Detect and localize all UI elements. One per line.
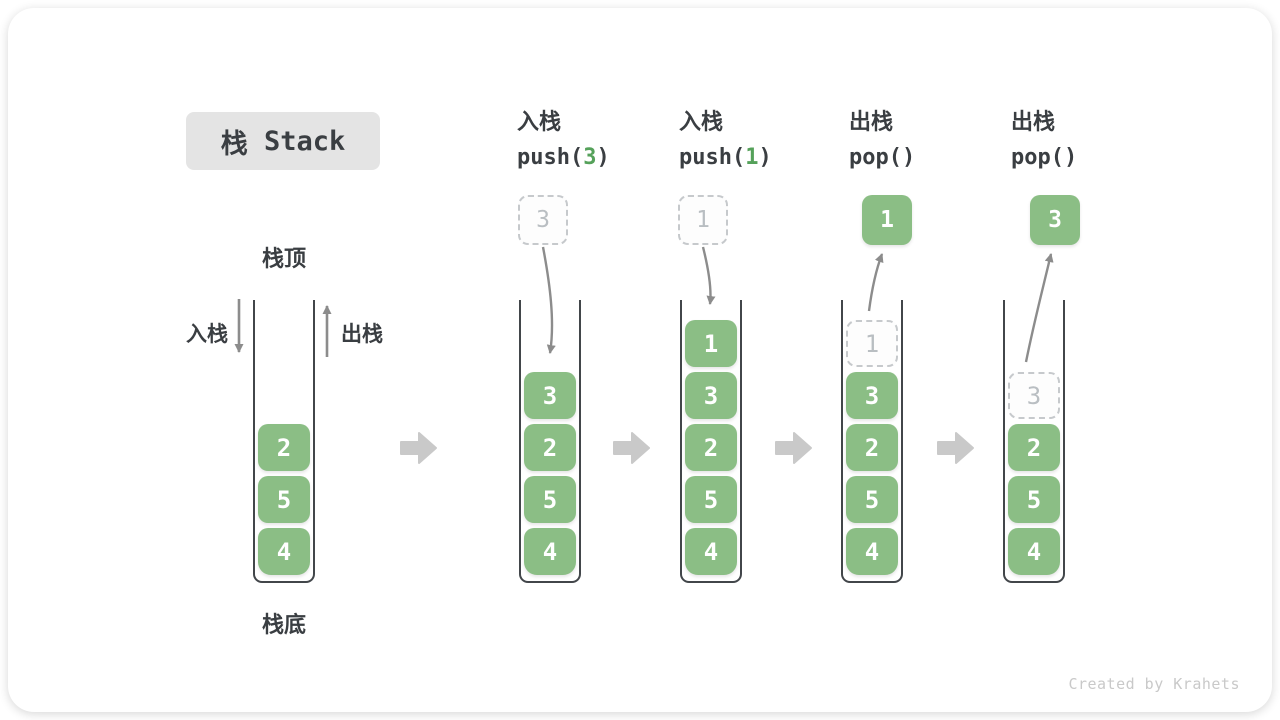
popped-value-box: 3 [1030,195,1080,245]
title-badge-zh: 栈 [220,128,248,160]
stack-cell: 2 [846,424,898,471]
code-argument: 1 [745,145,759,170]
stack-cell: 1 [685,320,737,367]
block-arrow-right-icon [400,432,437,464]
stack-top-label: 栈顶 [261,247,306,272]
stack-cell: 5 [846,476,898,523]
pushed-value-box: 1 [678,195,728,245]
operation-code: push(1) [679,140,772,176]
stack-cell: 2 [685,424,737,471]
operation-label: 入栈 [679,110,724,135]
operation-header: 出栈 pop() [849,106,915,176]
operation-code: push(3) [517,140,610,176]
title-badge: 栈 Stack [186,112,380,170]
code-prefix: push( [517,145,584,170]
stack-container: 3 2 5 4 [519,300,581,583]
code-suffix: ) [1063,145,1078,170]
stack-cell: 3 [846,372,898,419]
stack-cell: 5 [1008,476,1060,523]
push-side-label: 入栈 [186,322,228,346]
code-prefix: push( [679,145,746,170]
stack-cell: 2 [258,424,310,471]
stack-cell: 4 [846,528,898,575]
popped-value-box: 1 [862,195,912,245]
code-prefix: pop( [849,145,902,170]
stack-cell: 4 [524,528,576,575]
block-arrow-right-shape [775,432,812,464]
block-arrow-right-shape [613,432,650,464]
stack-cell: 2 [1008,424,1060,471]
code-suffix: ) [758,145,772,170]
stack-cell-ghost: 3 [1008,372,1060,419]
code-prefix: pop( [1011,145,1064,170]
stack-cell: 5 [258,476,310,523]
block-arrow-right-shape [400,432,437,464]
stack-container: 1 3 2 5 4 [680,300,742,583]
stack-container: 3 2 5 4 [1003,300,1065,583]
block-arrow-right-shape [937,432,974,464]
pop-side-label: 出栈 [341,322,383,346]
operation-code: pop() [849,140,915,176]
stack-bottom-label: 栈底 [261,613,306,638]
pushed-value-box: 3 [518,195,568,245]
operation-header: 入栈 push(3) [517,106,610,176]
code-argument: 3 [583,145,597,170]
operation-header: 入栈 push(1) [679,106,772,176]
operation-header: 出栈 pop() [1011,106,1077,176]
stack-container: 2 5 4 [253,300,315,583]
stack-cell: 2 [524,424,576,471]
title-badge-en: Stack [247,125,346,157]
stack-cell: 4 [258,528,310,575]
stack-cell: 3 [524,372,576,419]
stack-container: 1 3 2 5 4 [841,300,903,583]
stack-cell: 3 [685,372,737,419]
code-suffix: ) [596,145,610,170]
credit-text: Created by Krahets [1068,675,1240,693]
code-suffix: ) [901,145,916,170]
block-arrow-right-icon [613,432,650,464]
block-arrow-right-icon [775,432,812,464]
block-arrow-right-icon [937,432,974,464]
stack-cell-ghost: 1 [846,320,898,367]
stack-cell: 5 [685,476,737,523]
operation-label: 出栈 [1011,110,1056,135]
operation-label: 出栈 [849,110,894,135]
operation-code: pop() [1011,140,1077,176]
stack-cell: 4 [685,528,737,575]
stack-cell: 4 [1008,528,1060,575]
operation-label: 入栈 [517,110,562,135]
stack-cell: 5 [524,476,576,523]
